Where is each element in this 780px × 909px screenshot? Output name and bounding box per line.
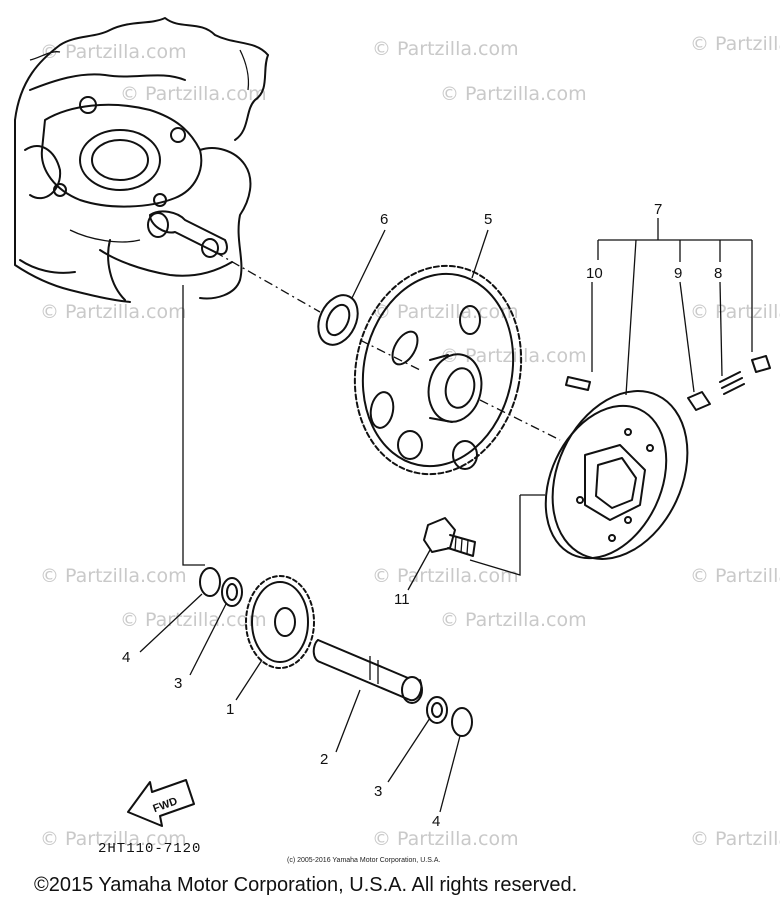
- callout-11: 11: [394, 591, 410, 608]
- callout-10: 10: [586, 265, 603, 282]
- watermark: © Partzilla.com: [440, 609, 587, 631]
- small-copyright: (c) 2005-2016 Yamaha Motor Corporation, …: [287, 857, 440, 864]
- part-6-washer: [317, 294, 359, 346]
- footer-copyright: ©2015 Yamaha Motor Corporation, U.S.A. A…: [34, 874, 577, 896]
- callout-5: 5: [484, 211, 492, 228]
- idler-gear-assembly: [199, 567, 473, 737]
- callout-8: 8: [714, 265, 722, 282]
- leader-lines: [139, 218, 753, 813]
- part-11-bolt: [423, 517, 476, 557]
- callout-3: 3: [374, 783, 382, 800]
- watermark: © Partzilla.com: [120, 609, 267, 631]
- parts-8-9-10-roller-set: [565, 355, 771, 411]
- callout-3: 3: [174, 675, 182, 692]
- watermark: © Partzilla.com: [690, 565, 780, 587]
- watermark: © Partzilla.com: [690, 828, 780, 850]
- watermark: © Partzilla.com: [440, 83, 587, 105]
- watermark: © Partzilla.com: [40, 301, 187, 323]
- watermark: © Partzilla.com: [690, 33, 780, 55]
- callout-4: 4: [432, 813, 440, 830]
- callout-7: 7: [654, 201, 662, 218]
- fwd-label: FWD: [151, 795, 179, 815]
- watermark: © Partzilla.com: [372, 828, 519, 850]
- watermark: © Partzilla.com: [40, 565, 187, 587]
- watermark: © Partzilla.com: [372, 565, 519, 587]
- watermark-layer: © Partzilla.com © Partzilla.com © Partzi…: [40, 33, 780, 850]
- watermark: © Partzilla.com: [120, 83, 267, 105]
- callout-labels: 6 5 7 10 9 8 11 4 3 1 2 3 4: [122, 201, 722, 830]
- watermark: © Partzilla.com: [372, 38, 519, 60]
- callout-6: 6: [380, 211, 388, 228]
- callout-2: 2: [320, 751, 328, 768]
- watermark: © Partzilla.com: [690, 301, 780, 323]
- watermark: © Partzilla.com: [40, 828, 187, 850]
- callout-4: 4: [122, 649, 130, 666]
- fwd-arrow: FWD: [127, 779, 195, 827]
- part-5-wheel-gear: [353, 264, 523, 476]
- callout-9: 9: [674, 265, 682, 282]
- diagram-code: 2HT110-7120: [98, 841, 201, 857]
- callout-1: 1: [226, 701, 234, 718]
- crankcase-illustration: [14, 17, 269, 303]
- watermark: © Partzilla.com: [372, 301, 519, 323]
- watermark: © Partzilla.com: [40, 41, 187, 63]
- part-7-starter-clutch: [544, 390, 689, 560]
- center-lines: [182, 251, 561, 576]
